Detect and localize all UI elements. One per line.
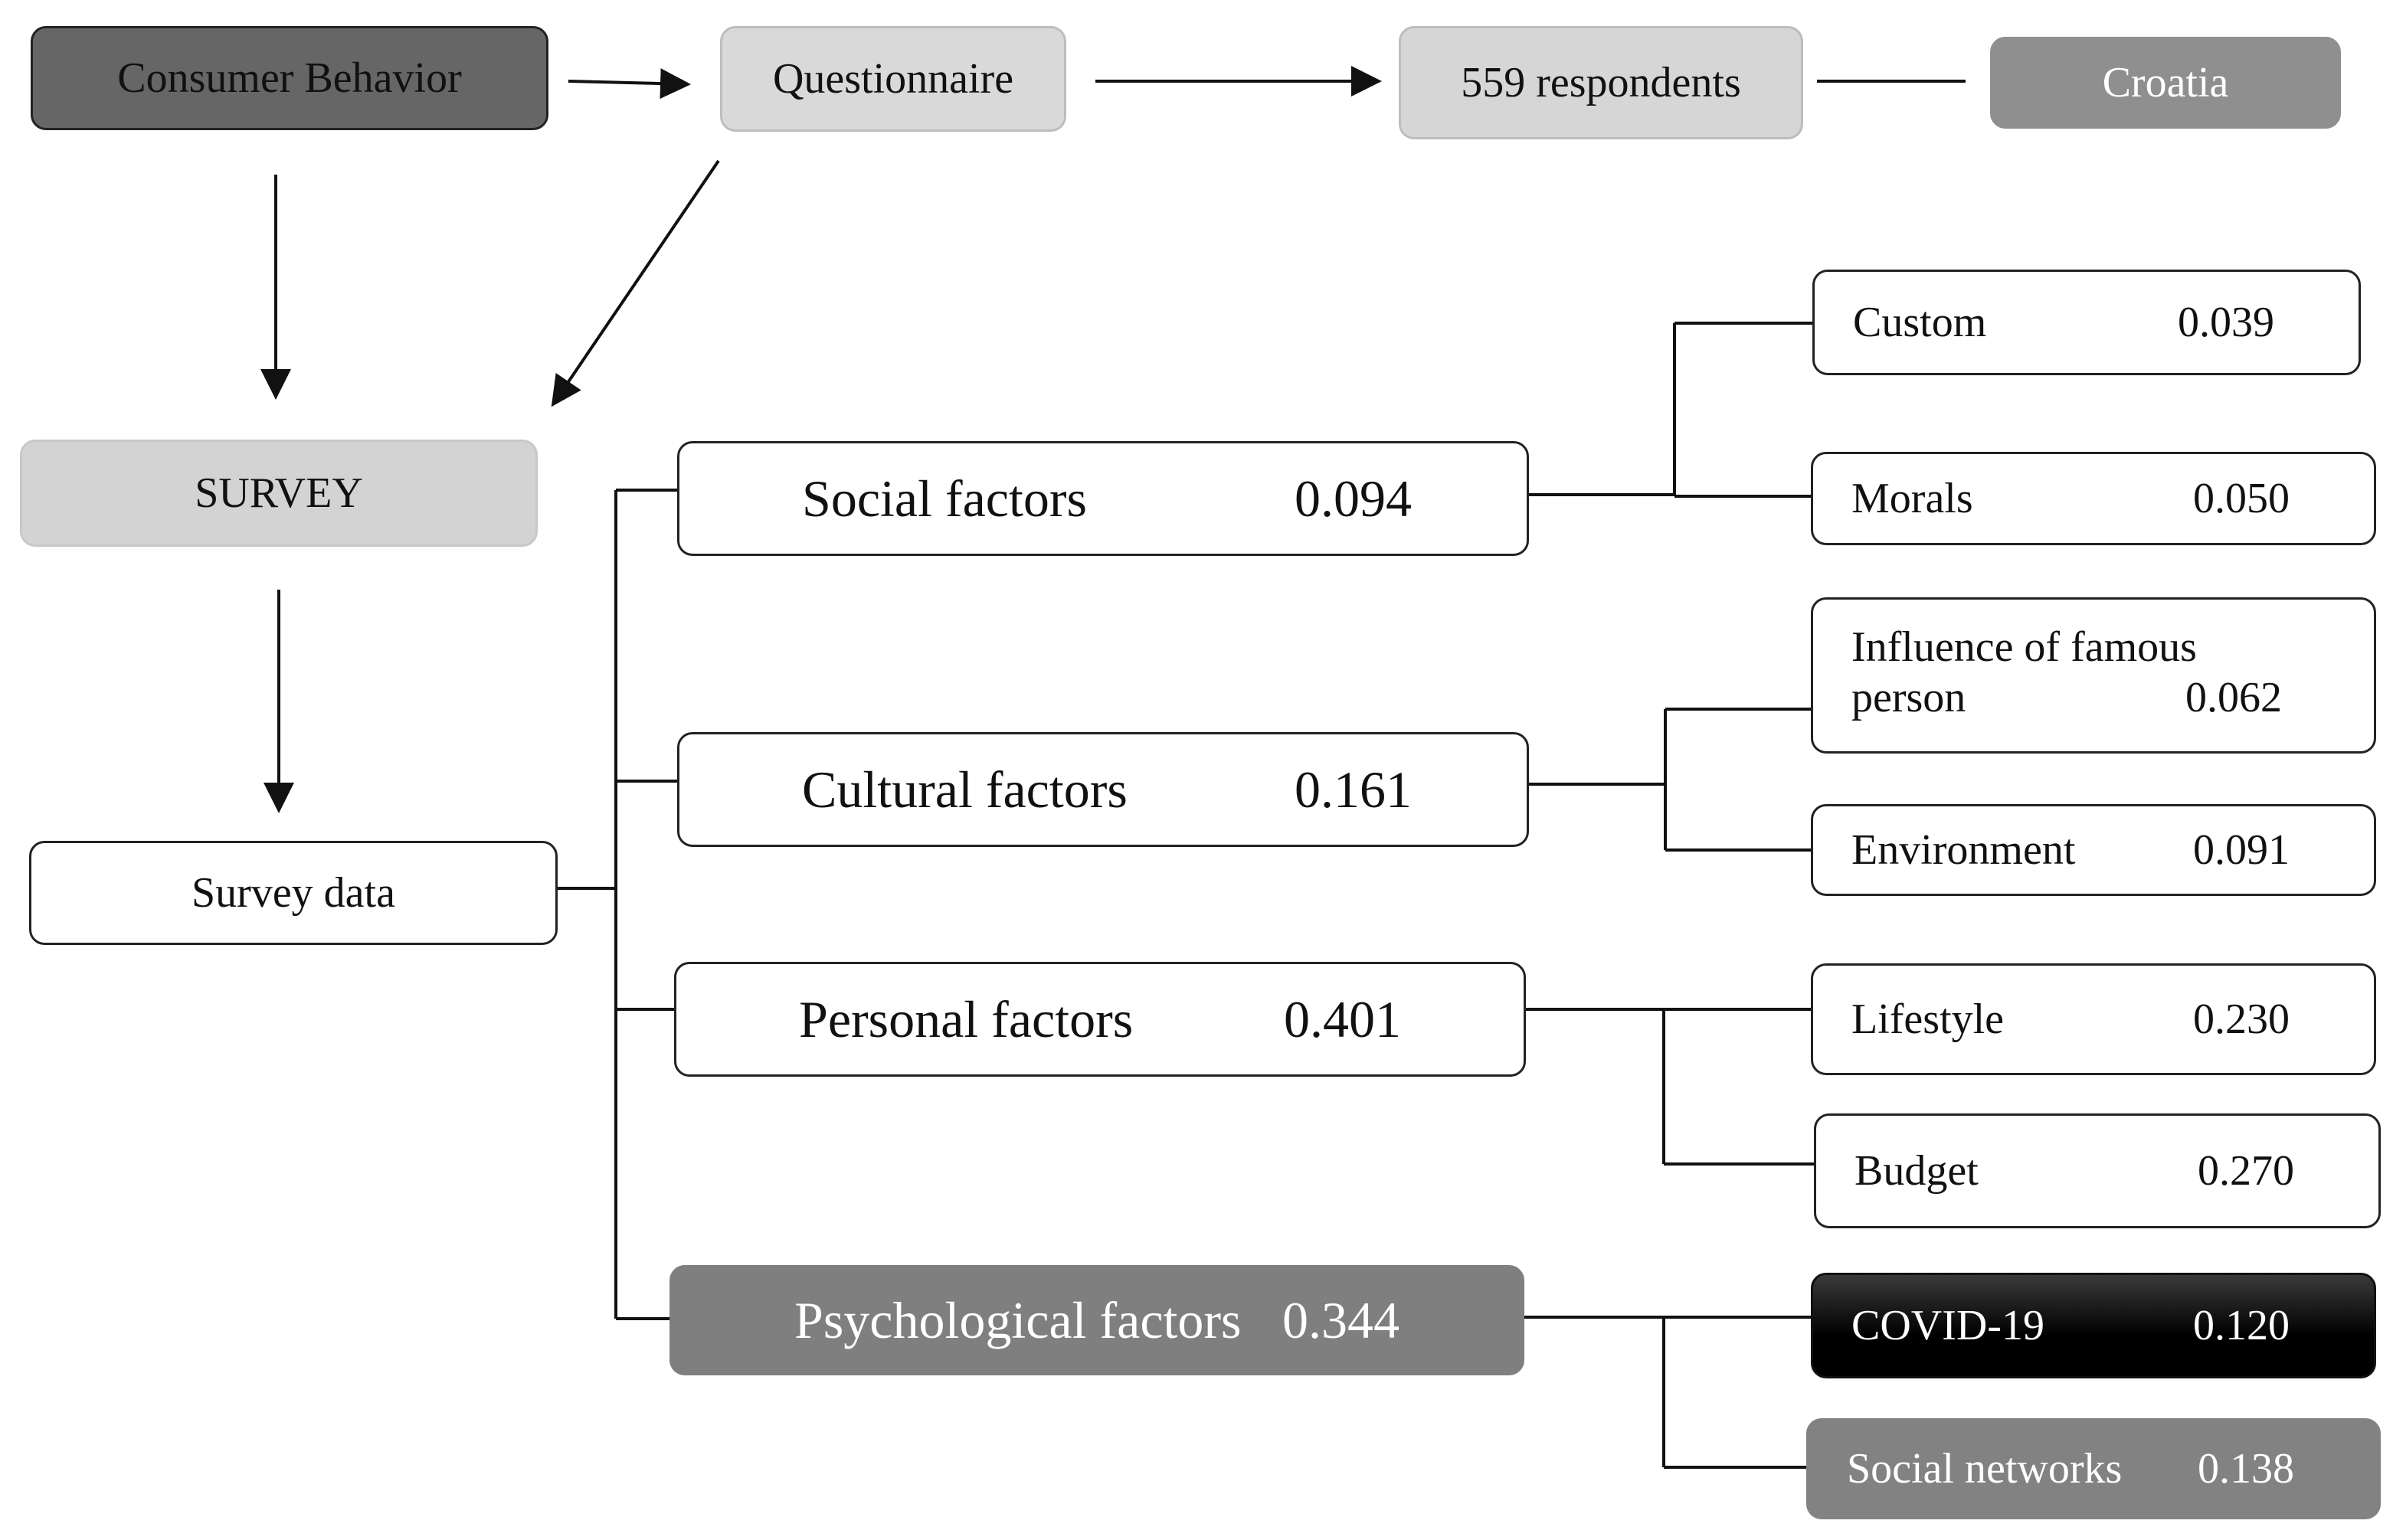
morals-label: Morals bbox=[1851, 475, 1973, 522]
social-factors-box: Social factors 0.094 bbox=[677, 441, 1529, 556]
arrow-questionnaire-to-survey bbox=[551, 159, 720, 407]
famous-person-box: Influence of famous person 0.062 bbox=[1811, 597, 2376, 754]
arrow-consumer-to-questionnaire bbox=[568, 68, 691, 100]
famous-person-label-line1: Influence of famous bbox=[1851, 623, 2197, 671]
environment-label: Environment bbox=[1851, 826, 2076, 874]
covid-box: COVID-19 0.120 bbox=[1811, 1273, 2376, 1378]
respondents-box: 559 respondents bbox=[1399, 26, 1803, 139]
morals-value: 0.050 bbox=[2193, 475, 2290, 522]
consumer-behavior-box: Consumer Behavior bbox=[31, 26, 548, 130]
budget-value: 0.270 bbox=[2198, 1147, 2294, 1195]
social-networks-label: Social networks bbox=[1847, 1445, 2123, 1493]
questionnaire-label: Questionnaire bbox=[772, 55, 1014, 103]
personal-factors-value: 0.401 bbox=[1284, 989, 1401, 1048]
custom-value: 0.039 bbox=[2178, 299, 2274, 346]
custom-label: Custom bbox=[1853, 299, 1987, 346]
questionnaire-box: Questionnaire bbox=[720, 26, 1066, 132]
respondents-label: 559 respondents bbox=[1461, 59, 1741, 106]
social-factors-label: Social factors bbox=[802, 469, 1087, 528]
custom-box: Custom 0.039 bbox=[1812, 270, 2361, 375]
lifestyle-box: Lifestyle 0.230 bbox=[1811, 963, 2376, 1075]
covid-value: 0.120 bbox=[2193, 1302, 2290, 1349]
cultural-factors-value: 0.161 bbox=[1295, 760, 1412, 819]
personal-factors-label: Personal factors bbox=[799, 989, 1134, 1048]
lifestyle-label: Lifestyle bbox=[1851, 996, 2005, 1043]
survey-box: SURVEY bbox=[20, 440, 538, 547]
psychological-factors-value: 0.344 bbox=[1282, 1290, 1399, 1349]
psychological-factors-box: Psychological factors 0.344 bbox=[669, 1265, 1524, 1375]
morals-box: Morals 0.050 bbox=[1811, 452, 2376, 545]
croatia-label: Croatia bbox=[2102, 59, 2229, 106]
croatia-box: Croatia bbox=[1990, 37, 2341, 129]
psychological-factors-label: Psychological factors bbox=[794, 1290, 1242, 1349]
budget-label: Budget bbox=[1854, 1147, 1979, 1195]
famous-person-label-line2: person bbox=[1851, 674, 1966, 721]
cultural-factors-label: Cultural factors bbox=[802, 760, 1128, 819]
survey-data-box: Survey data bbox=[29, 841, 558, 945]
social-networks-box: Social networks 0.138 bbox=[1806, 1418, 2381, 1519]
environment-box: Environment 0.091 bbox=[1811, 804, 2376, 896]
social-networks-value: 0.138 bbox=[2198, 1445, 2294, 1493]
famous-person-value: 0.062 bbox=[2185, 674, 2282, 721]
cultural-factors-box: Cultural factors 0.161 bbox=[677, 732, 1529, 847]
budget-box: Budget 0.270 bbox=[1814, 1113, 2381, 1228]
personal-factors-box: Personal factors 0.401 bbox=[674, 962, 1526, 1077]
environment-value: 0.091 bbox=[2193, 826, 2290, 874]
survey-label: SURVEY bbox=[195, 469, 363, 517]
social-factors-value: 0.094 bbox=[1295, 469, 1412, 528]
covid-label: COVID-19 bbox=[1851, 1302, 2044, 1349]
consumer-behavior-label: Consumer Behavior bbox=[117, 54, 462, 102]
lifestyle-value: 0.230 bbox=[2193, 996, 2290, 1043]
survey-data-label: Survey data bbox=[192, 869, 395, 917]
